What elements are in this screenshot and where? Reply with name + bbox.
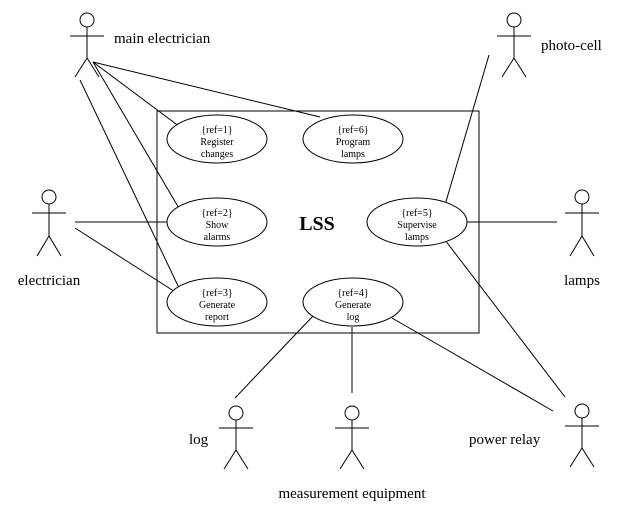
- actor-photo-cell: photo-cell: [497, 12, 602, 78]
- use-case-name-line1: Register: [200, 137, 234, 148]
- person-icon: [565, 189, 599, 257]
- use-case-name-line2: changes: [201, 149, 233, 160]
- use-case-name-line2: report: [205, 312, 229, 323]
- use-case-name-line1: Supervise: [397, 220, 437, 231]
- association-log-generate-log: [234, 315, 314, 399]
- actor-label: photo-cell: [541, 38, 602, 54]
- use-case-ref: {ref=3}: [201, 288, 232, 299]
- actor-main-electrician: main electrician: [70, 12, 211, 78]
- use-case-name-line1: Program: [336, 137, 371, 148]
- actor-label: main electrician: [114, 31, 211, 47]
- system-title: LSS: [299, 213, 335, 235]
- system-boundary-box: [156, 110, 480, 334]
- use-case-ref: {ref=6}: [337, 125, 368, 136]
- person-icon: [497, 12, 531, 78]
- use-case-generate-log: {ref=4} Generate log: [302, 277, 404, 327]
- use-case-program-lamps: {ref=6} Program lamps: [302, 114, 404, 164]
- person-icon: [335, 405, 369, 470]
- use-case-name-line2: lamps: [341, 149, 365, 160]
- association-power-relay-generate-log: [391, 317, 554, 412]
- actor-label: lamps: [564, 273, 600, 289]
- association-photo-cell-supervise-lamps: [444, 54, 490, 206]
- association-main-electrician-show-alarms: [92, 61, 181, 211]
- person-icon: [565, 403, 599, 468]
- use-case-ellipse: [166, 197, 268, 247]
- use-case-name-line1: Generate: [335, 300, 372, 311]
- use-case-ref: {ref=1}: [201, 125, 232, 136]
- use-case-ellipse: [166, 114, 268, 164]
- use-case-ellipse: [166, 277, 268, 327]
- use-case-name-line2: lamps: [405, 232, 429, 243]
- association-electrician-generate-report: [74, 227, 181, 296]
- association-power-relay-supervise-lamps: [444, 239, 566, 398]
- actor-power-relay: power relay: [469, 403, 599, 468]
- use-case-name-line2: log: [347, 312, 360, 323]
- use-case-supervise-lamps: {ref=5} Supervise lamps: [366, 197, 468, 247]
- use-case-ref: {ref=5}: [401, 208, 432, 219]
- use-case-ellipse: [302, 277, 404, 327]
- use-case-ellipse: [366, 197, 468, 247]
- actor-label: log: [189, 432, 209, 448]
- association-main-electrician-register-changes: [92, 61, 181, 128]
- association-main-electrician-program-lamps: [92, 61, 321, 118]
- actor-label: power relay: [469, 432, 541, 448]
- use-case-name-line1: Generate: [199, 300, 236, 311]
- actor-measurement-equipment: measurement equipment: [278, 405, 426, 502]
- actor-lamps: lamps: [564, 189, 600, 289]
- actor-log: log: [189, 405, 253, 470]
- actor-label: electrician: [18, 273, 81, 289]
- use-case-generate-report: {ref=3} Generate report: [166, 277, 268, 327]
- use-case-register-changes: {ref=1} Register changes: [166, 114, 268, 164]
- system-boundary: LSS: [156, 110, 480, 334]
- actor-label: measurement equipment: [278, 486, 426, 502]
- use-case-ref: {ref=2}: [201, 208, 232, 219]
- use-case-ellipse: [302, 114, 404, 164]
- person-icon: [219, 405, 253, 470]
- association-main-electrician-generate-report: [79, 79, 181, 291]
- use-case-show-alarms: {ref=2} Show alarms: [166, 197, 268, 247]
- use-case-ref: {ref=4}: [337, 288, 368, 299]
- actor-electrician: electrician: [18, 189, 81, 289]
- use-case-name-line1: Show: [206, 220, 230, 231]
- person-icon: [32, 189, 66, 257]
- person-icon: [70, 12, 104, 78]
- use-case-name-line2: alarms: [204, 232, 231, 243]
